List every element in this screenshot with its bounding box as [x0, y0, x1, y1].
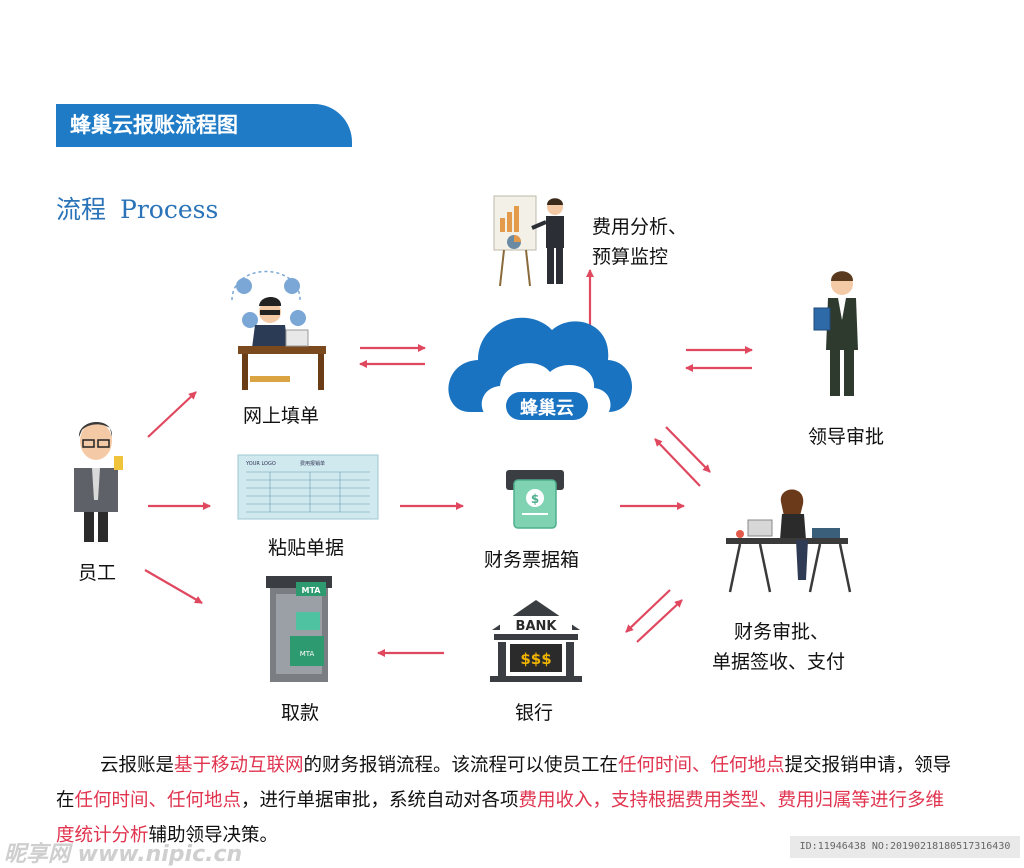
employee-icon	[74, 421, 123, 542]
cloud-icon: 蜂巢云	[448, 317, 632, 420]
leader-icon	[813, 271, 858, 396]
label-receipt-box: 财务票据箱	[484, 549, 580, 571]
receipt-form-icon: YOUR LOGO 费用报销单	[237, 454, 379, 520]
label-employee: 员工	[78, 562, 117, 584]
watermark-left: 昵享网 www.nipic.cn	[4, 842, 243, 867]
arrow-cloud-to-finance	[665, 426, 711, 473]
bank-sign: BANK	[516, 619, 558, 634]
arrow-finance-to-cloud	[654, 438, 701, 487]
arrow-employee-to-withdraw	[144, 569, 203, 604]
form-title-text: 费用报销单	[300, 460, 325, 467]
label-paste-receipt: 粘贴单据	[268, 537, 345, 559]
title-underline	[56, 145, 352, 147]
analysis-presenter-icon	[493, 195, 564, 287]
online-form-icon	[231, 270, 326, 390]
arrow-employee-to-online	[147, 391, 197, 438]
arrow-finance-to-bank	[625, 589, 671, 633]
para-part-5: 提交报销申请，领导在	[56, 755, 952, 811]
label-analysis-line1: 费用分析、	[592, 216, 688, 238]
atm-icon: MTA MTA	[266, 576, 332, 682]
label-finance-line2: 单据签收、支付	[712, 651, 846, 673]
label-bank: 银行	[515, 702, 554, 724]
section-heading-cn: 流程	[56, 195, 107, 224]
cloud-label: 蜂巢云	[520, 397, 574, 419]
bank-icon: BANK $$$	[490, 600, 582, 682]
description-paragraph: 云报账是基于移动互联网的财务报销流程。该流程可以使员工在任何时间、任何地点提交报…	[56, 748, 956, 853]
label-leader: 领导审批	[808, 426, 885, 448]
para-part-3: 的财务报销流程。该流程可以使员工在	[303, 755, 619, 776]
watermark-id: ID:11946438 NO:20190218180517316430	[790, 836, 1020, 858]
finance-clerk-icon	[726, 489, 852, 593]
section-heading-en: Process	[120, 195, 219, 224]
label-withdraw: 取款	[281, 702, 320, 724]
para-part-7: ，进行单据审批，系统自动对各项	[241, 790, 519, 811]
receipt-box-icon: $	[506, 470, 564, 529]
atm-sign: MTA	[302, 586, 322, 595]
bank-money-sign: $$$	[520, 650, 551, 668]
para-part-1: 云报账是	[100, 755, 175, 776]
para-highlight-anytime-1: 任何时间、任何地点	[618, 755, 785, 776]
para-highlight-anytime-2: 任何时间、任何地点	[74, 790, 242, 811]
section-heading: 流程 Process	[56, 190, 218, 226]
title-banner: 蜂巢云报账流程图	[56, 104, 352, 146]
arrow-bank-to-finance	[636, 599, 683, 643]
label-analysis-line2: 预算监控	[592, 246, 669, 268]
para-highlight-mobile-internet: 基于移动互联网	[174, 755, 304, 776]
label-online-form: 网上填单	[243, 405, 320, 427]
svg-text:$: $	[531, 492, 539, 506]
atm-sign-lower: MTA	[300, 650, 315, 658]
para-part-9: 辅助领导决策。	[148, 825, 279, 846]
label-finance-line1: 财务审批、	[734, 621, 830, 643]
form-logo-text: YOUR LOGO	[245, 461, 276, 467]
para-highlight-analysis: 费用收入，支持根据费用类型、费用归属等进行多维度统计分析	[56, 790, 945, 846]
page-title: 蜂巢云报账流程图	[70, 113, 238, 137]
